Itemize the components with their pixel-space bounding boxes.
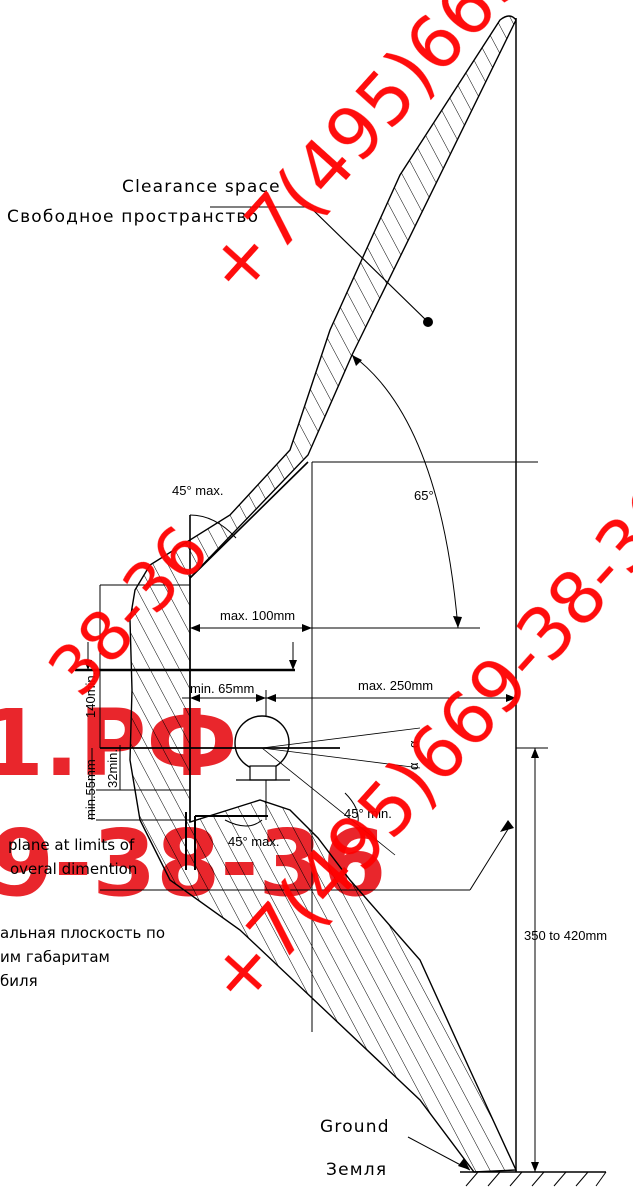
arrow-height-bottom-icon xyxy=(531,1162,539,1172)
ground-ru-label: Земля xyxy=(326,1160,387,1180)
clearance-dot-icon xyxy=(423,317,433,327)
vplane-leader-diag xyxy=(469,825,511,891)
alpha-lower-line xyxy=(261,747,421,769)
alpha-upper-line xyxy=(261,727,421,749)
reference-lines xyxy=(189,18,607,1187)
min-65-label: min. 65mm xyxy=(190,681,254,696)
angle-45-lower-arc xyxy=(224,819,263,827)
clearance-space-ru-label: Свободное пространство xyxy=(7,207,259,227)
arrow-250-left-icon xyxy=(266,694,276,702)
arrow-height-top-icon xyxy=(531,748,539,758)
max-250-label: max. 250mm xyxy=(358,678,433,693)
arrow-250-right-icon xyxy=(506,694,516,702)
vplane-ru-line-2: им габаритам xyxy=(0,948,110,966)
left-dims xyxy=(91,584,190,821)
arrow-100-right-icon xyxy=(302,624,312,632)
angle-45-upper-arc xyxy=(189,514,237,539)
max-100-label: max. 100mm xyxy=(220,608,295,623)
clearance-pointer xyxy=(210,206,433,327)
angle-45-min-label: 45° min. xyxy=(344,806,392,821)
arrow-65-upper-icon xyxy=(352,355,362,366)
arrow-bar-left-icon xyxy=(84,660,92,670)
angle-45-min-line xyxy=(261,747,396,856)
angle-45-max-top-label: 45° max. xyxy=(172,483,223,498)
tow-ball-icon xyxy=(234,715,290,771)
vehicle-profile xyxy=(129,15,518,1173)
alpha-upper-label: α xyxy=(406,740,421,748)
min-140-label: 140min. xyxy=(83,672,98,718)
alpha-lower-label: α xyxy=(406,762,421,770)
hatched-body-outline xyxy=(129,15,518,1173)
angle-45-upper-line xyxy=(189,461,309,579)
arrow-bar-right-icon xyxy=(289,660,297,670)
tow-ball-neck xyxy=(249,765,277,781)
arrow-65-right-icon xyxy=(256,694,266,702)
min-32-label: 32min. xyxy=(105,749,120,788)
lower-bracket xyxy=(185,812,268,870)
min-55-label: min.55mm xyxy=(83,759,98,820)
arrow-65-left-icon xyxy=(190,694,200,702)
height-range-label: 350 to 420mm xyxy=(524,928,607,943)
arrow-vplane-icon xyxy=(500,820,514,832)
vplane-en-line-1: plane at limits of xyxy=(8,836,135,854)
vplane-en-line-2: overal dimention xyxy=(10,860,137,878)
ground-label: Ground xyxy=(320,1117,390,1137)
watermark-rf-text: 1.РФ xyxy=(0,690,238,797)
vplane-ru-line-3: биля xyxy=(0,972,38,990)
angle-65-arc xyxy=(351,354,459,629)
vplane-ru-line-1: альная плоскость по xyxy=(0,924,165,942)
watermark-phone-top: +7(495)669-38-36 xyxy=(188,0,633,311)
ground-hatch xyxy=(465,1171,607,1187)
angle-65-label: 65° xyxy=(414,488,434,503)
angle-45-max-bottom-label: 45° max. xyxy=(228,834,279,849)
arrow-65-lower-icon xyxy=(453,616,462,628)
tow-ball xyxy=(234,715,290,781)
angle-45-min-arc xyxy=(344,792,359,823)
arrow-100-left-icon xyxy=(190,624,200,632)
arrow-ground-icon xyxy=(458,1158,470,1170)
clearance-space-label: Clearance space xyxy=(122,177,281,197)
